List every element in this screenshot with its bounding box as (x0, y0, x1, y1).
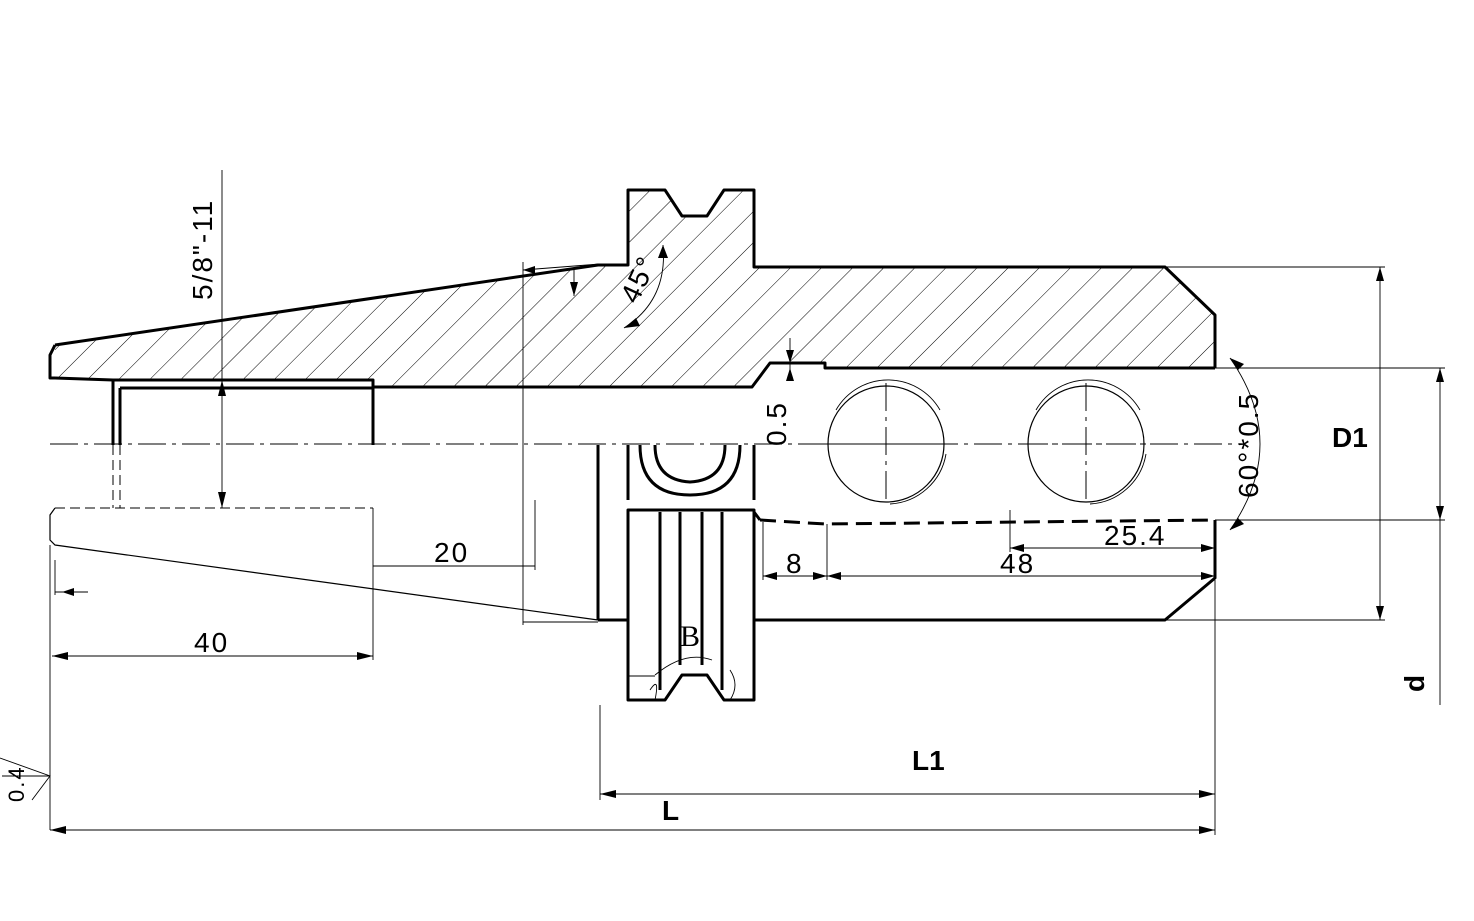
dim-25-4-label: 25.4 (1104, 520, 1167, 551)
nose-contour (48, 344, 57, 380)
bore-upper (54, 361, 1215, 389)
dimension-lines (0, 170, 1445, 835)
dim-20-label: 20 (434, 537, 469, 568)
flange-lower (626, 508, 756, 702)
bore-lower-dashed (759, 518, 1216, 526)
screw-hole-2-thread (1035, 379, 1147, 505)
b-label: B (680, 620, 700, 653)
dim-8-label: 8 (786, 548, 804, 579)
thread-bore (111, 380, 375, 445)
chamfer-label: 60°*0.5 (1233, 392, 1264, 498)
groove-dia-label: 0.5 (761, 401, 792, 446)
d-label: d (1399, 675, 1430, 692)
dim-48-label: 48 (1000, 548, 1035, 579)
hidden-bore-lower (55, 445, 373, 509)
outer-contour-lower (49, 507, 599, 621)
d1-label: D1 (1332, 422, 1368, 453)
l1-label: L1 (912, 745, 945, 776)
l-label: L (662, 795, 679, 826)
flange-inner-lines (658, 512, 724, 690)
dim-40-label: 40 (194, 627, 229, 658)
drive-slot (626, 444, 756, 500)
thread-label: 5/8"-11 (187, 199, 218, 300)
section-hatch (55, 190, 1215, 387)
lower-body (596, 445, 1217, 622)
roughness-label: 0.4 (4, 765, 29, 802)
screw-hole-1-thread (835, 379, 947, 505)
